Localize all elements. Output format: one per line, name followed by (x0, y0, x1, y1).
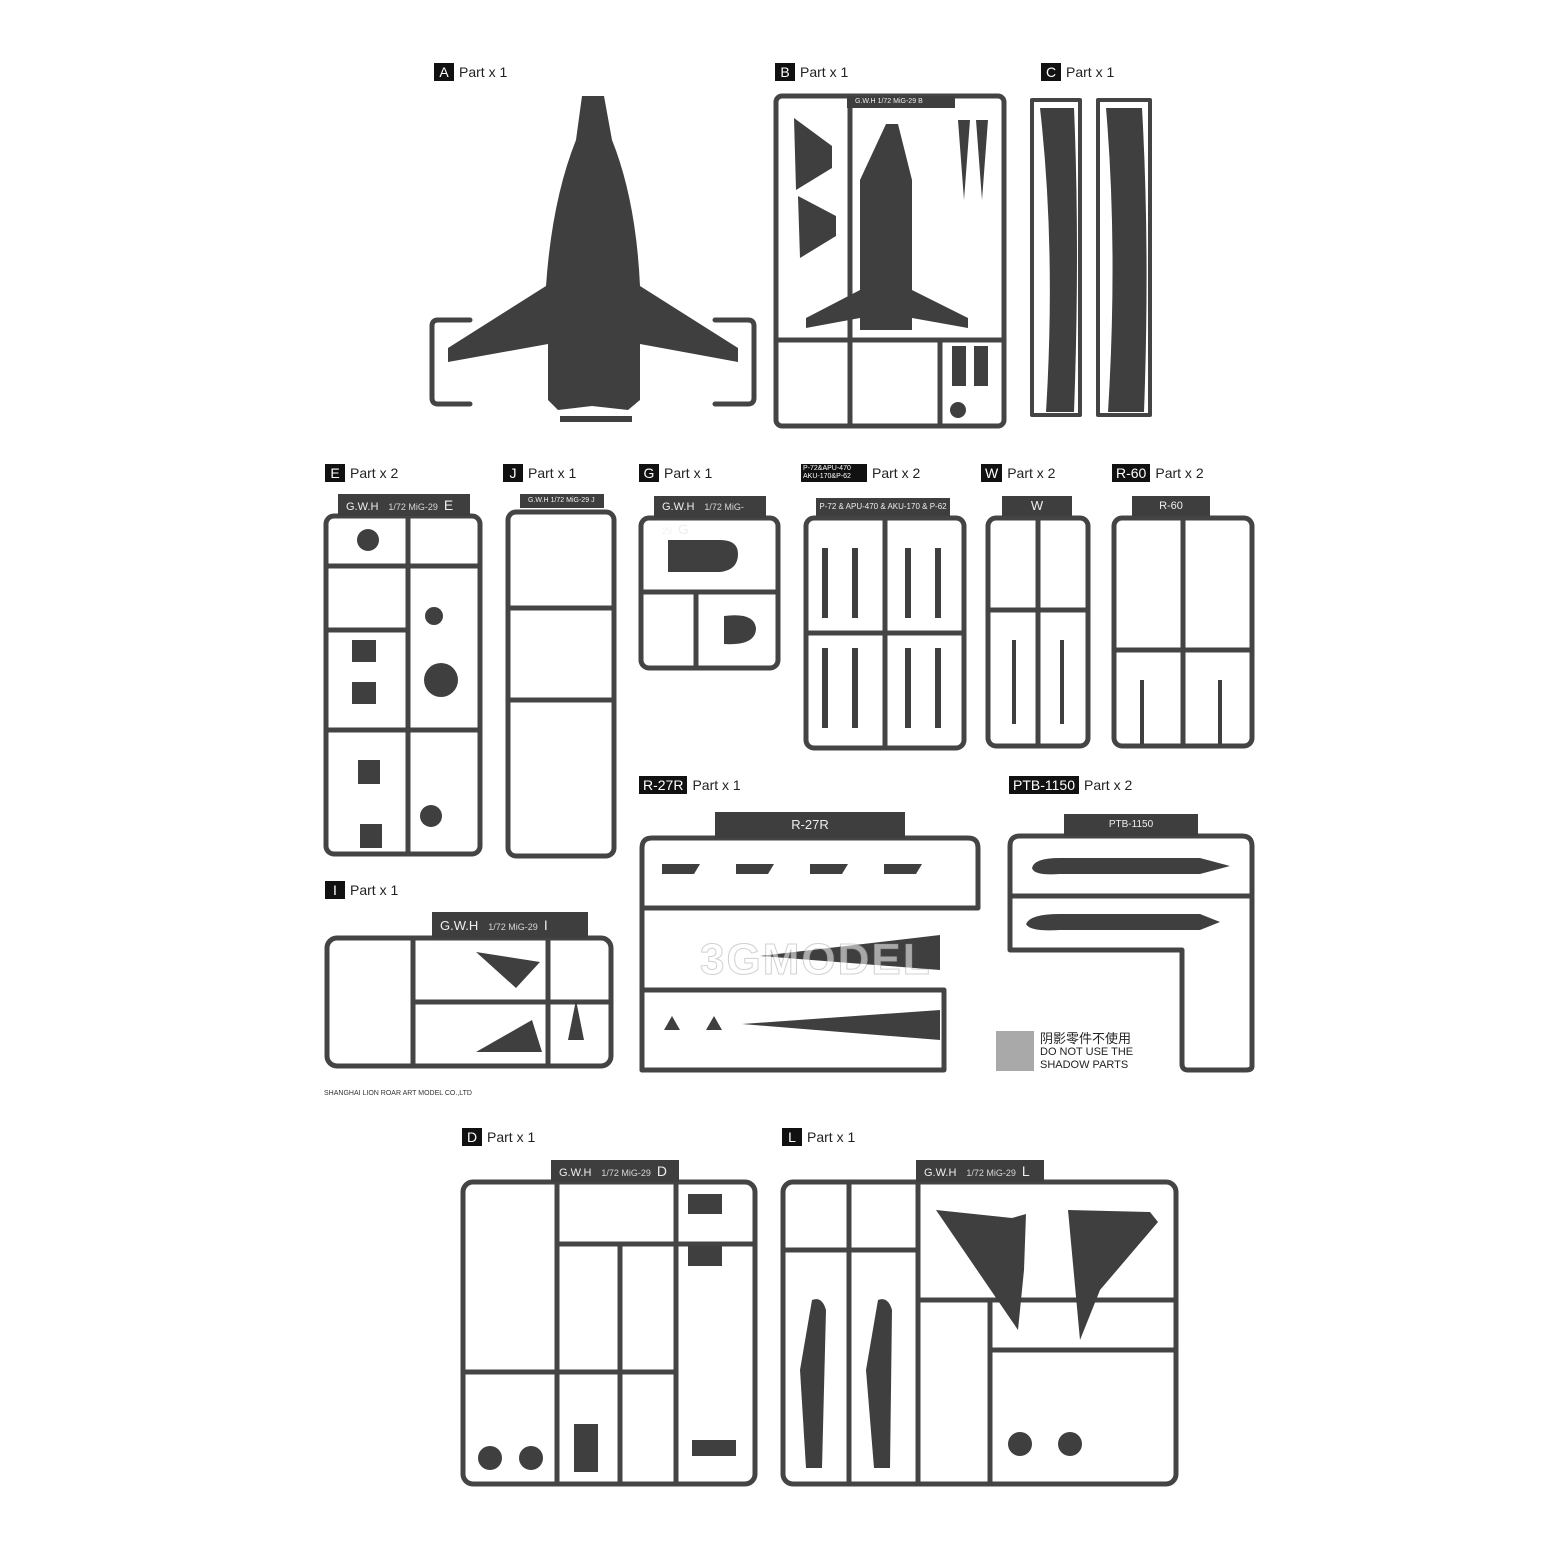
warning-cn: 阴影零件不使用 (1040, 1031, 1132, 1046)
header-sprue-j: G.W.H 1/72 MiG-29 J (520, 494, 604, 508)
shadow-swatch (996, 1031, 1034, 1071)
header-sprue-p: P-72 & APU-470 & AKU-170 & P-62 (816, 498, 950, 516)
header-sprue-w: W (1002, 496, 1072, 516)
shadow-parts-warning: 阴影零件不使用 DO NOT USE THE SHADOW PARTS (996, 1031, 1133, 1072)
warning-en-2: SHADOW PARTS (1040, 1059, 1129, 1071)
header-sprue-r27r: R-27R (715, 812, 905, 838)
header-sprue-ptb: PTB-1150 (1064, 814, 1198, 836)
company-name: SHANGHAI LION ROAR ART MODEL CO.,LTD (324, 1090, 472, 1097)
warning-en-1: DO NOT USE THE (1040, 1046, 1134, 1058)
header-sprue-b: G.W.H 1/72 MiG-29 B (847, 96, 955, 108)
header-sprue-r60: R-60 (1132, 496, 1210, 516)
watermark: 3GMODEL (700, 935, 932, 985)
